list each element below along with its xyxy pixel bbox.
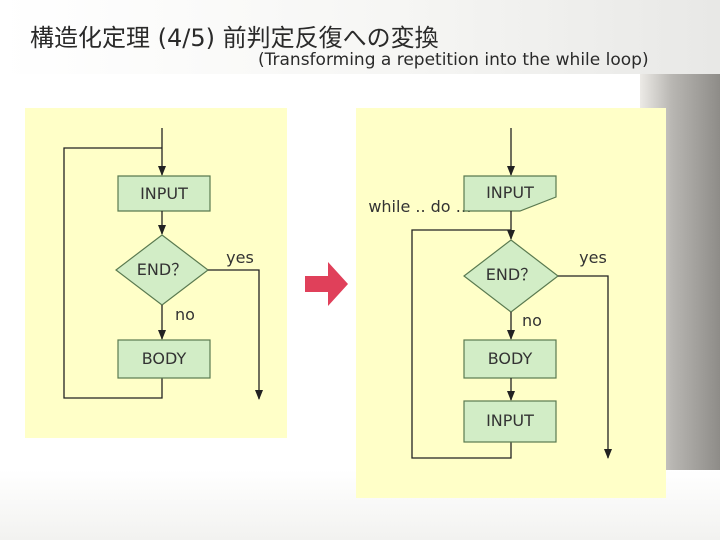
slide-title: 構造化定理 (4/5) 前判定反復への変換 bbox=[30, 24, 439, 52]
left-loop-line bbox=[63, 147, 163, 399]
right-body-label: BODY bbox=[488, 349, 533, 368]
right-input2-label: INPUT bbox=[486, 411, 534, 430]
left-no-label: no bbox=[175, 305, 195, 324]
left-yes-line bbox=[208, 269, 263, 400]
right-body-box bbox=[463, 339, 557, 379]
right-no-label: no bbox=[522, 311, 542, 330]
left-input-box bbox=[117, 175, 211, 212]
left-yes-label: yes bbox=[226, 248, 254, 267]
left-body-label: BODY bbox=[142, 349, 187, 368]
left-body-box bbox=[117, 339, 211, 379]
transform-arrow bbox=[305, 262, 348, 306]
right-yes-line bbox=[558, 275, 612, 459]
title-band bbox=[0, 0, 720, 74]
right-loop-line bbox=[411, 229, 512, 459]
while-label: while .. do … bbox=[368, 197, 471, 216]
slide-subtitle: (Transforming a repetition into the whil… bbox=[258, 50, 649, 70]
left-end-label: END？ bbox=[137, 260, 187, 279]
left-input-label: INPUT bbox=[140, 184, 188, 203]
right-input2-box bbox=[463, 400, 557, 443]
right-yes-label: yes bbox=[579, 248, 607, 267]
right-input-label: INPUT bbox=[486, 183, 534, 202]
right-input-box bbox=[463, 175, 557, 212]
right-end-label: END？ bbox=[486, 265, 536, 284]
